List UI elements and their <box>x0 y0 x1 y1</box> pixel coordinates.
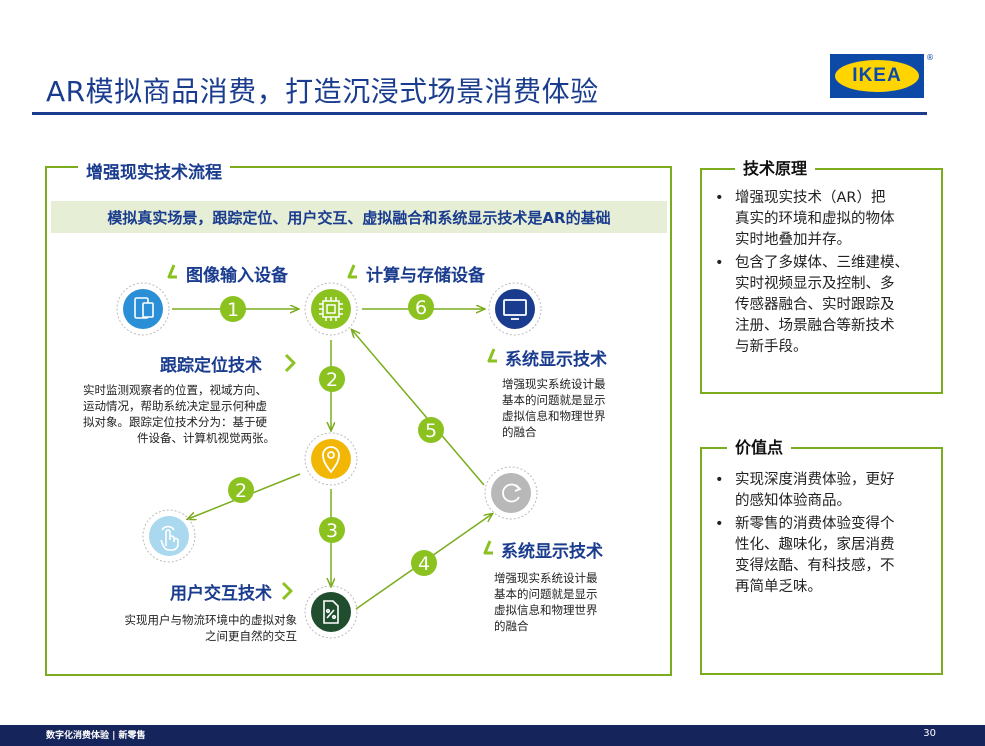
touch-hand-icon-bg <box>149 516 189 556</box>
arrow-step-5 <box>352 330 485 486</box>
document-percent-icon-bg <box>311 592 351 632</box>
label-image-input: 图像输入设备 <box>186 265 289 286</box>
chip-icon <box>319 297 343 321</box>
node-display-top <box>488 282 542 336</box>
node-compute <box>304 282 358 336</box>
tech-principle-list: 增强现实技术（AR）把 真实的环境和虚拟的物体 实时地叠加并存。 包含了多媒体、… <box>705 188 937 360</box>
step-number-2a: 2 <box>326 369 338 391</box>
step-number-2b: 2 <box>235 480 247 502</box>
footer-bar: 数字化消费体验 | 新零售 30 <box>0 725 985 746</box>
step-number-5: 5 <box>425 420 437 442</box>
tablet-icon <box>134 297 154 319</box>
ar-process-label: 增强现实技术流程 <box>78 158 230 183</box>
list-item: 新零售的消费体验变得个 性化、趣味化，家居消费 变得炫酷、有科技感，不 再简单乏… <box>705 514 937 598</box>
title-rule <box>32 112 927 115</box>
bracket-icon <box>347 264 357 279</box>
bracket-icon <box>487 348 497 363</box>
step-badge-5 <box>418 417 444 443</box>
process-banner: 模拟真实场景，跟踪定位、用户交互、虚拟融合和系统显示技术是AR的基础 <box>51 201 667 233</box>
document-percent-icon <box>323 600 339 624</box>
label-display-top: 系统显示技术 <box>505 349 607 370</box>
refresh-icon <box>502 483 522 503</box>
step-badge-2a <box>319 366 345 392</box>
desc-display-top: 增强现实系统设计最 基本的问题就是显示 虚拟信息和物理世界 的融合 <box>502 377 606 439</box>
step-badge-6 <box>408 294 434 320</box>
registered-mark: ® <box>926 53 934 62</box>
step-badge-3 <box>319 517 345 543</box>
label-display-bottom: 系统显示技术 <box>501 541 603 562</box>
step-badge-1 <box>220 296 246 322</box>
touch-hand-icon <box>160 525 179 551</box>
desc-tracking: 实时监测观察者的位置，视域方向、 运动情况，帮助系统决定显示何种虚 拟对象。跟踪… <box>83 383 275 445</box>
chip-icon-bg <box>311 289 351 329</box>
ikea-logo-text: IKEA <box>835 60 919 92</box>
monitor-icon <box>503 299 527 320</box>
list-item: 包含了多媒体、三维建模、 实时视频显示及控制、多 传感器融合、实时跟踪及 注册、… <box>705 253 937 358</box>
node-interaction <box>304 585 358 639</box>
bracket-icon <box>284 353 296 373</box>
step-badge-4 <box>411 550 437 576</box>
bracket-icon <box>281 581 293 601</box>
value-label: 价值点 <box>727 434 792 458</box>
step-number-1: 1 <box>227 299 239 321</box>
value-list: 实现深度消费体验，更好 的感知体验商品。 新零售的消费体验变得个 性化、趣味化，… <box>705 470 937 600</box>
tech-principle-label: 技术原理 <box>735 155 816 179</box>
desc-display-bottom: 增强现实系统设计最 基本的问题就是显示 虚拟信息和物理世界 的融合 <box>494 571 598 633</box>
list-item: 实现深度消费体验，更好 的感知体验商品。 <box>705 470 937 512</box>
bracket-icon <box>167 264 177 279</box>
location-pin-icon <box>322 446 340 474</box>
footer-section: 数字化消费体验 | 新零售 <box>46 731 146 741</box>
step-number-6: 6 <box>415 297 427 319</box>
refresh-icon-bg <box>491 473 531 513</box>
page-title: AR模拟商品消费，打造沉浸式场景消费体验 <box>46 75 599 108</box>
step-number-3: 3 <box>326 520 338 542</box>
tech-principle-panel <box>700 168 943 394</box>
value-panel <box>700 447 943 675</box>
node-labels: 图像输入设备 计算与存储设备 跟踪定位技术 系统显示技术 用户交互技术 系统显示… <box>160 264 607 604</box>
ar-process-panel <box>45 166 672 676</box>
monitor-icon-bg <box>495 289 535 329</box>
label-tracking: 跟踪定位技术 <box>160 355 262 376</box>
node-tracking <box>304 432 358 486</box>
list-item: 增强现实技术（AR）把 真实的环境和虚拟的物体 实时地叠加并存。 <box>705 188 937 251</box>
location-pin-icon-bg <box>311 439 351 479</box>
label-interaction: 用户交互技术 <box>170 583 272 604</box>
step-badges: 1 6 2 2 5 3 4 <box>220 294 444 576</box>
ikea-logo: IKEA <box>830 54 924 98</box>
page-number: 30 <box>923 728 936 739</box>
node-touch <box>142 509 196 563</box>
node-image-input <box>116 282 170 336</box>
step-badge-2b <box>228 477 254 503</box>
node-display-bottom <box>484 466 538 520</box>
bracket-icon <box>483 540 493 555</box>
desc-interaction: 实现用户与物流环境中的虚拟对象 之间更自然的交互 <box>124 613 298 643</box>
label-compute-storage: 计算与存储设备 <box>366 265 486 286</box>
step-number-4: 4 <box>418 553 430 575</box>
